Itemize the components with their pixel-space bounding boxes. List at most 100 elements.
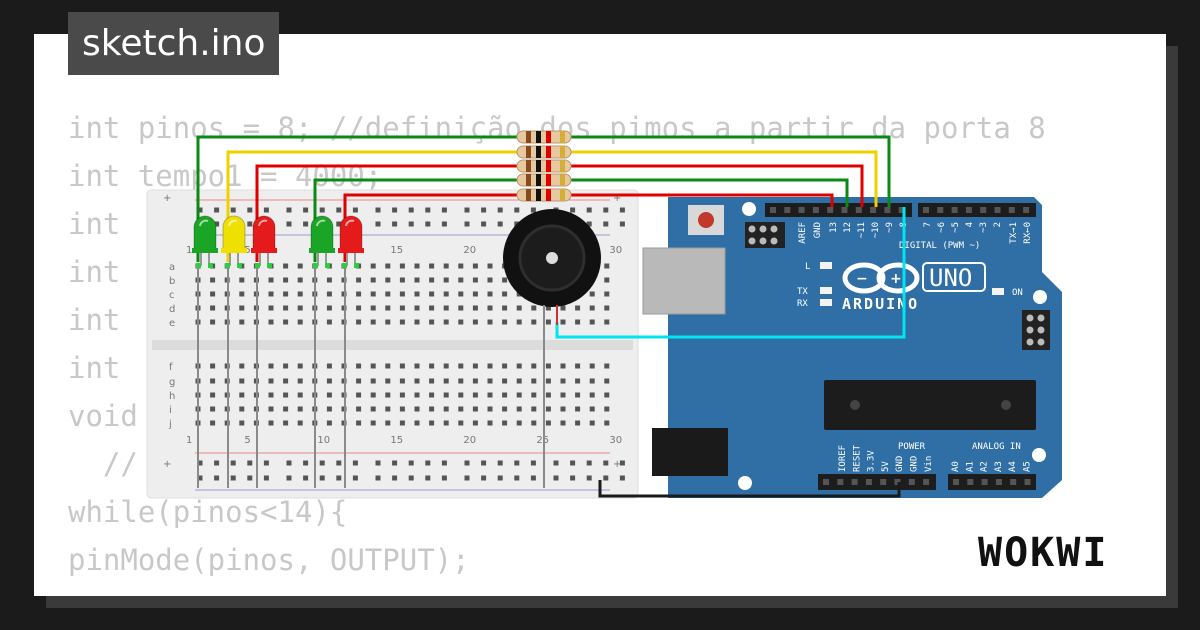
l-label: L	[805, 262, 810, 272]
wire-black-gnd[interactable]	[598, 480, 901, 498]
column-number: 30	[609, 435, 622, 446]
icsp-pin	[748, 225, 756, 233]
buzzer[interactable]	[503, 209, 601, 325]
power-pin-label: 3.3V	[867, 450, 877, 472]
header-pin	[980, 207, 987, 213]
breadboard-hole	[443, 319, 449, 325]
arduino-uno-board[interactable]: L TX RX ON − + UNO ARDUINO DIGITAL (PWM …	[642, 197, 1062, 498]
wire-cyan-buzzer[interactable]	[555, 207, 906, 339]
breadboard-hole	[589, 392, 595, 398]
breadboard-hole	[399, 263, 405, 269]
breadboard-hole	[516, 420, 522, 426]
breadboard-hole	[575, 378, 581, 384]
breadboard-hole	[239, 378, 245, 384]
breadboard-hole	[531, 319, 537, 325]
svg-text:−: −	[856, 271, 868, 287]
analog-pin-label: A0	[951, 461, 961, 472]
breadboard-hole	[443, 378, 449, 384]
digital-pin-label: 4	[965, 222, 975, 227]
chip-dot	[850, 400, 860, 410]
rail-hole	[497, 475, 503, 481]
breadboard-hole	[239, 363, 245, 369]
breadboard-hole	[531, 420, 537, 426]
breadboard-hole	[297, 305, 303, 311]
rail-hole	[352, 475, 358, 481]
rail-hole	[530, 460, 536, 466]
rail-hole	[375, 475, 381, 481]
rail-hole	[570, 207, 576, 213]
breadboard-hole	[443, 291, 449, 297]
header-pin	[812, 207, 819, 213]
column-number: 15	[390, 435, 403, 446]
breadboard-hole	[575, 406, 581, 412]
rail-hole	[214, 221, 220, 227]
led[interactable]	[192, 215, 218, 268]
breadboard-hole	[399, 363, 405, 369]
breadboard-hole	[516, 392, 522, 398]
icsp-pin	[759, 225, 767, 233]
rail-hole	[441, 460, 447, 466]
breadboard-center-channel	[152, 340, 633, 350]
rail-hole	[514, 207, 520, 213]
plus-sign-top-right: +	[613, 193, 621, 204]
code-line: int	[68, 207, 121, 241]
breadboard-hole	[429, 319, 435, 325]
breadboard-hole	[560, 319, 566, 325]
rail-hole	[481, 221, 487, 227]
breadboard-hole	[560, 305, 566, 311]
header-pin	[923, 479, 930, 485]
breadboard-hole	[326, 291, 332, 297]
breadboard-hole	[268, 378, 274, 384]
breadboard-hole	[297, 291, 303, 297]
breadboard-hole	[429, 277, 435, 283]
breadboard-hole	[429, 305, 435, 311]
digital-pin-label: 2	[993, 222, 1003, 227]
code-line: void	[68, 399, 138, 433]
breadboard-hole	[516, 305, 522, 311]
rail-hole	[570, 475, 576, 481]
led[interactable]	[309, 215, 335, 268]
rail-hole	[408, 460, 414, 466]
rail-hole	[464, 460, 470, 466]
icsp-pin	[1037, 326, 1045, 334]
led[interactable]	[338, 215, 364, 268]
rail-hole	[408, 207, 414, 213]
header-pin	[884, 207, 891, 213]
rail-hole	[586, 207, 592, 213]
breadboard-hole	[560, 378, 566, 384]
reset-button[interactable]	[698, 212, 714, 228]
power-pin-label: RESET	[852, 444, 862, 472]
led[interactable]	[221, 215, 247, 268]
breadboard-hole	[283, 378, 289, 384]
rail-hole	[514, 475, 520, 481]
header-pin	[967, 479, 974, 485]
breadboard-hole	[458, 363, 464, 369]
rail-hole	[570, 460, 576, 466]
breadboard-hole	[268, 392, 274, 398]
breadboard-hole	[414, 263, 420, 269]
rail-hole	[441, 207, 447, 213]
breadboard-hole	[502, 319, 508, 325]
breadboard-hole	[560, 392, 566, 398]
rail-hole	[286, 221, 292, 227]
breadboard-hole	[589, 420, 595, 426]
code-line: int pinos = 8; //definição dos pimos a p…	[68, 111, 1046, 145]
analog-pin-label: A2	[980, 461, 990, 472]
header-pin	[981, 479, 988, 485]
digital-pin-label: AREF	[798, 222, 808, 244]
rail-hole	[303, 207, 309, 213]
rail-hole	[619, 475, 625, 481]
breadboard-hole	[326, 406, 332, 412]
breadboard-hole	[589, 319, 595, 325]
breadboard-hole	[326, 378, 332, 384]
resistor-band	[546, 189, 551, 201]
resistor-band	[536, 189, 541, 201]
breadboard-hole	[385, 392, 391, 398]
breadboard-hole	[414, 305, 420, 311]
sketch-title-tab[interactable]: sketch.ino	[68, 12, 280, 75]
led[interactable]	[251, 215, 277, 268]
rx-led	[820, 299, 832, 306]
header-pin	[1023, 207, 1030, 213]
header-pin	[823, 479, 829, 485]
header-pins	[748, 207, 1045, 485]
